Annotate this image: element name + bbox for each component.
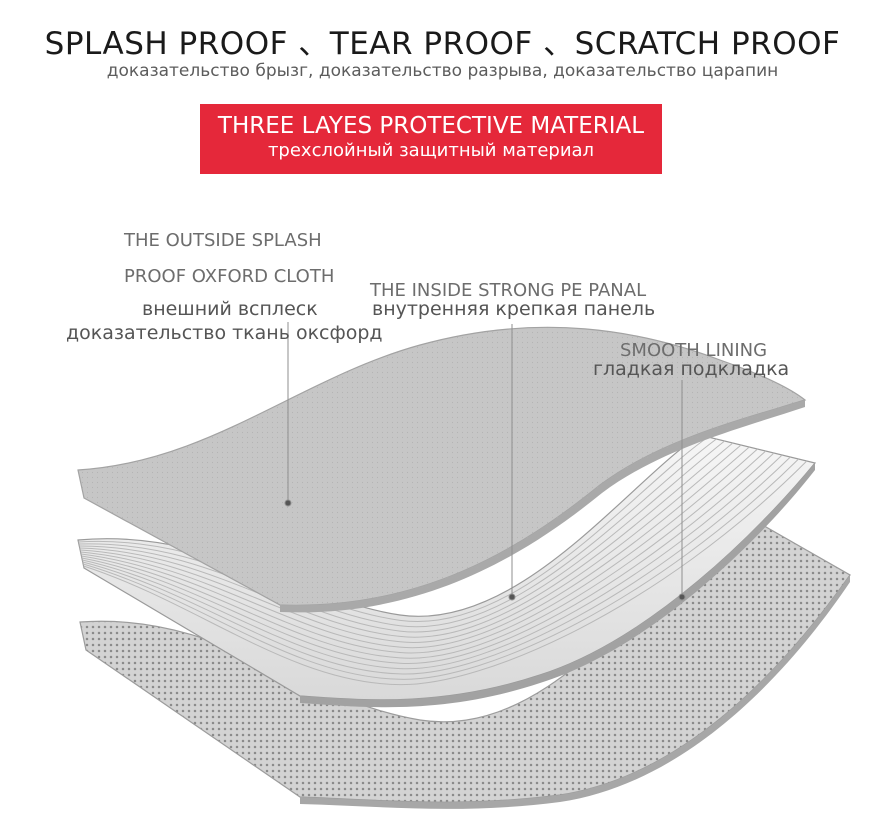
leader-lines — [284, 322, 686, 601]
pe-panel-stripe — [83, 460, 808, 686]
material-banner: THREE LAYES PROTECTIVE MATERIAL трехслой… — [200, 104, 662, 174]
inner-leader-dot — [678, 593, 686, 601]
pe-panel-stripe — [78, 438, 717, 628]
pe-panel-stripe — [82, 454, 783, 670]
middle-label-ru: внутренняя крепкая панель — [372, 298, 656, 320]
inner-label-ru: гладкая подкладка — [593, 358, 790, 380]
middle-layer-pe-panel — [77, 434, 817, 708]
outer-label-ru-line2: доказательство ткань оксфорд — [66, 322, 383, 344]
outer-label-line1: THE OUTSIDE SPLASH — [124, 230, 322, 251]
pe-panel-stripe — [80, 444, 742, 643]
inner-label: SMOOTH LINING — [620, 340, 768, 361]
outer-label-ru-line1: внешний всплеск — [142, 298, 318, 320]
outer-layer-oxford-cloth — [77, 326, 807, 613]
pe-panel-stripe — [82, 456, 791, 675]
outer-leader-dot — [284, 499, 292, 507]
middle-leader-dot — [508, 593, 516, 601]
pe-panel-stripe — [80, 446, 750, 649]
pe-panel-stripe — [81, 452, 775, 664]
banner-title: THREE LAYES PROTECTIVE MATERIAL — [217, 113, 645, 139]
main-subtitle: доказательство брызг, доказательство раз… — [106, 61, 779, 81]
pe-panel-stripe — [83, 458, 799, 680]
pe-panel-stripe — [79, 442, 734, 638]
main-title: SPLASH PROOF 、TEAR PROOF 、SCRATCH PROOF — [44, 26, 841, 62]
pe-panel-stripe — [81, 450, 767, 659]
middle-label: THE INSIDE STRONG PE PANAL — [370, 280, 647, 301]
outer-label-line2: PROOF OXFORD CLOTH — [124, 266, 335, 287]
banner-subtitle: трехслойный защитный материал — [267, 140, 595, 161]
pe-panel-stripe — [80, 448, 758, 654]
pe-panel-stripe — [79, 440, 725, 633]
